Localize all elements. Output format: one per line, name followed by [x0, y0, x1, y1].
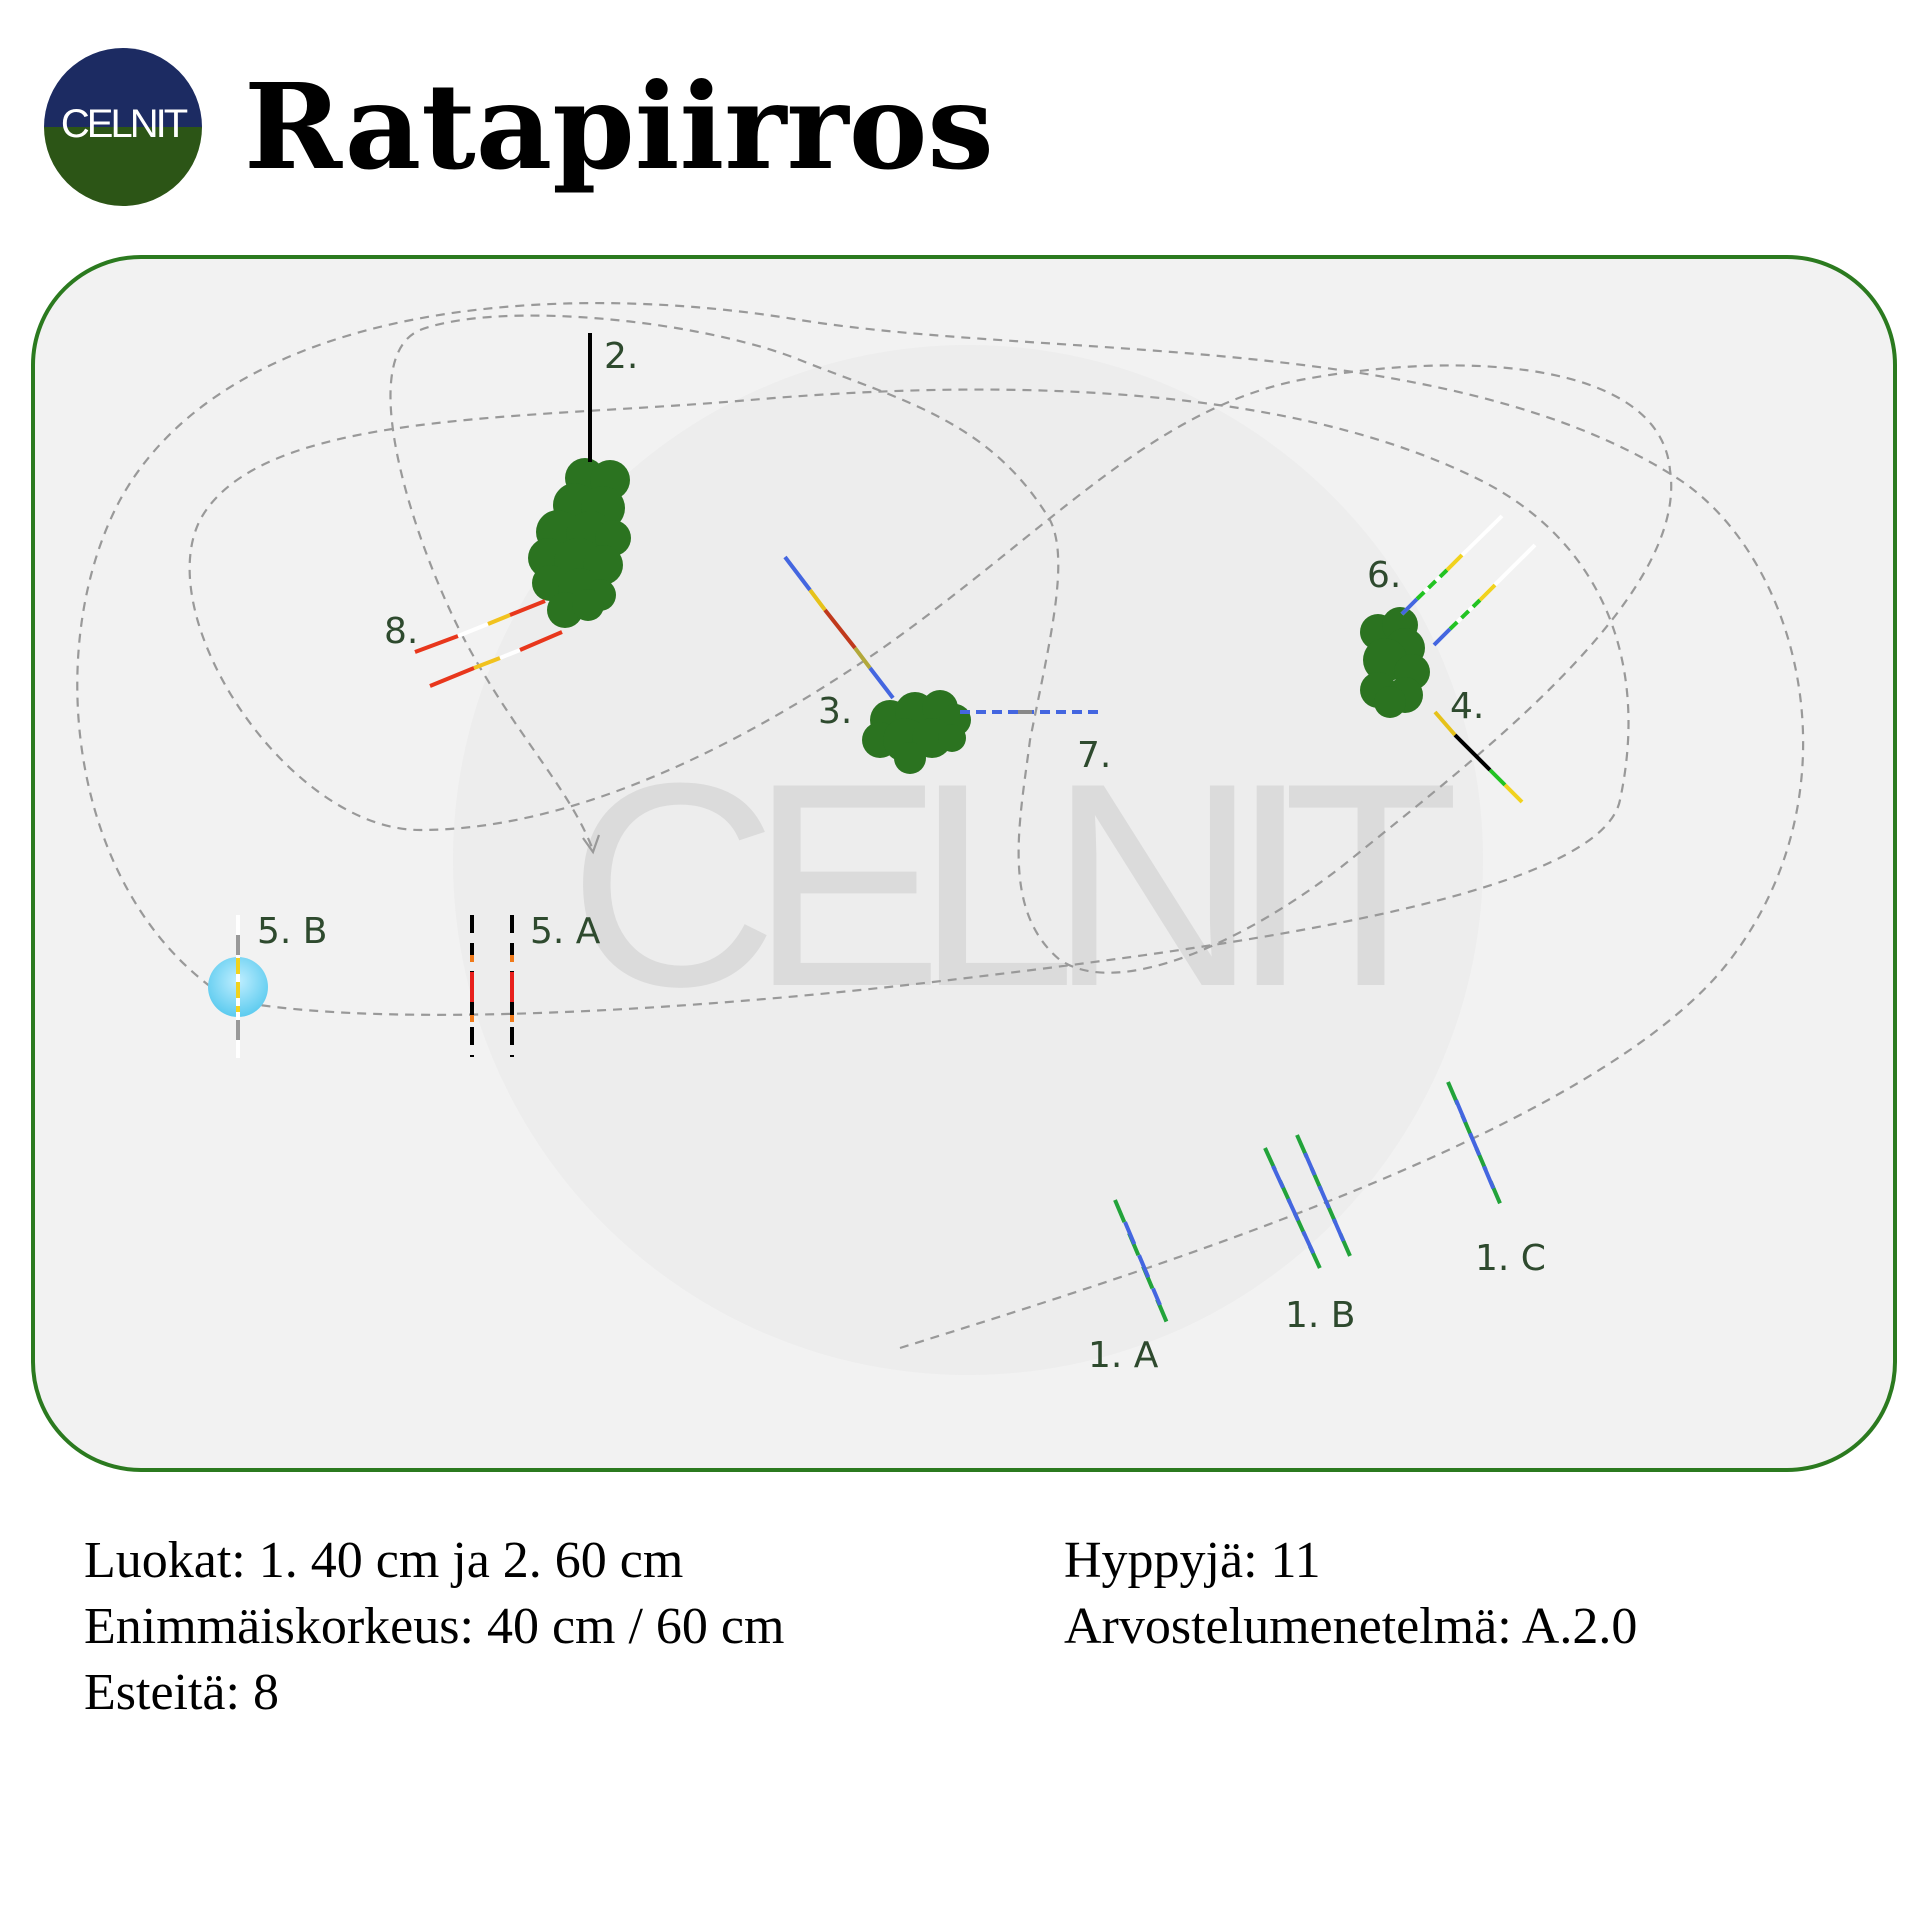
obstacle-3	[783, 555, 895, 700]
info-jump-count: Hyppyjä: 11	[1064, 1532, 1321, 1589]
course-route	[76, 302, 1805, 1350]
watermark-text: CELNIT	[568, 723, 1454, 1047]
logo-text: CELNIT	[60, 101, 188, 146]
label-obstacle-3: 3.	[818, 691, 852, 732]
obstacle-6	[1400, 514, 1537, 647]
obstacle-5a	[470, 915, 514, 1057]
bush-medium	[1360, 607, 1430, 718]
info-obstacle-count: Esteitä: 8	[84, 1664, 279, 1721]
obstacle-8	[414, 599, 563, 688]
celnit-logo: CELNIT	[44, 47, 202, 206]
label-obstacle-4: 4.	[1450, 686, 1484, 727]
info-classes: Luokat: 1. 40 cm ja 2. 60 cm	[84, 1532, 684, 1589]
info-judging-method: Arvostelumenetelmä: A.2.0	[1064, 1598, 1638, 1655]
obstacle-1a	[1113, 1199, 1172, 1331]
obstacle-4	[1433, 710, 1524, 804]
obstacle-5b	[208, 915, 268, 1058]
course-info-right: Hyppyjä: 11 Arvostelumenetelmä: A.2.0	[1064, 1528, 1637, 1660]
info-max-height: Enimmäiskorkeus: 40 cm / 60 cm	[84, 1598, 785, 1655]
page-header: CELNIT Ratapiirros	[44, 44, 994, 209]
label-obstacle-7: 7.	[1077, 735, 1111, 776]
course-info-left: Luokat: 1. 40 cm ja 2. 60 cm Enimmäiskor…	[84, 1528, 784, 1726]
label-obstacle-2: 2.	[604, 336, 638, 377]
label-obstacle-1b: 1. B	[1285, 1295, 1356, 1336]
obstacle-1c	[1446, 1081, 1504, 1209]
label-obstacle-6: 6.	[1367, 555, 1401, 596]
label-obstacle-8: 8.	[384, 611, 418, 652]
label-obstacle-1a: 1. A	[1088, 1335, 1159, 1376]
label-obstacle-1c: 1. C	[1475, 1238, 1546, 1279]
label-obstacle-5b: 5. B	[257, 911, 328, 952]
label-obstacle-5a: 5. A	[530, 911, 601, 952]
bush-large	[528, 458, 631, 628]
obstacle-1b	[1263, 1134, 1356, 1276]
watermark-circle	[453, 345, 1483, 1375]
page-title: Ratapiirros	[244, 56, 994, 196]
